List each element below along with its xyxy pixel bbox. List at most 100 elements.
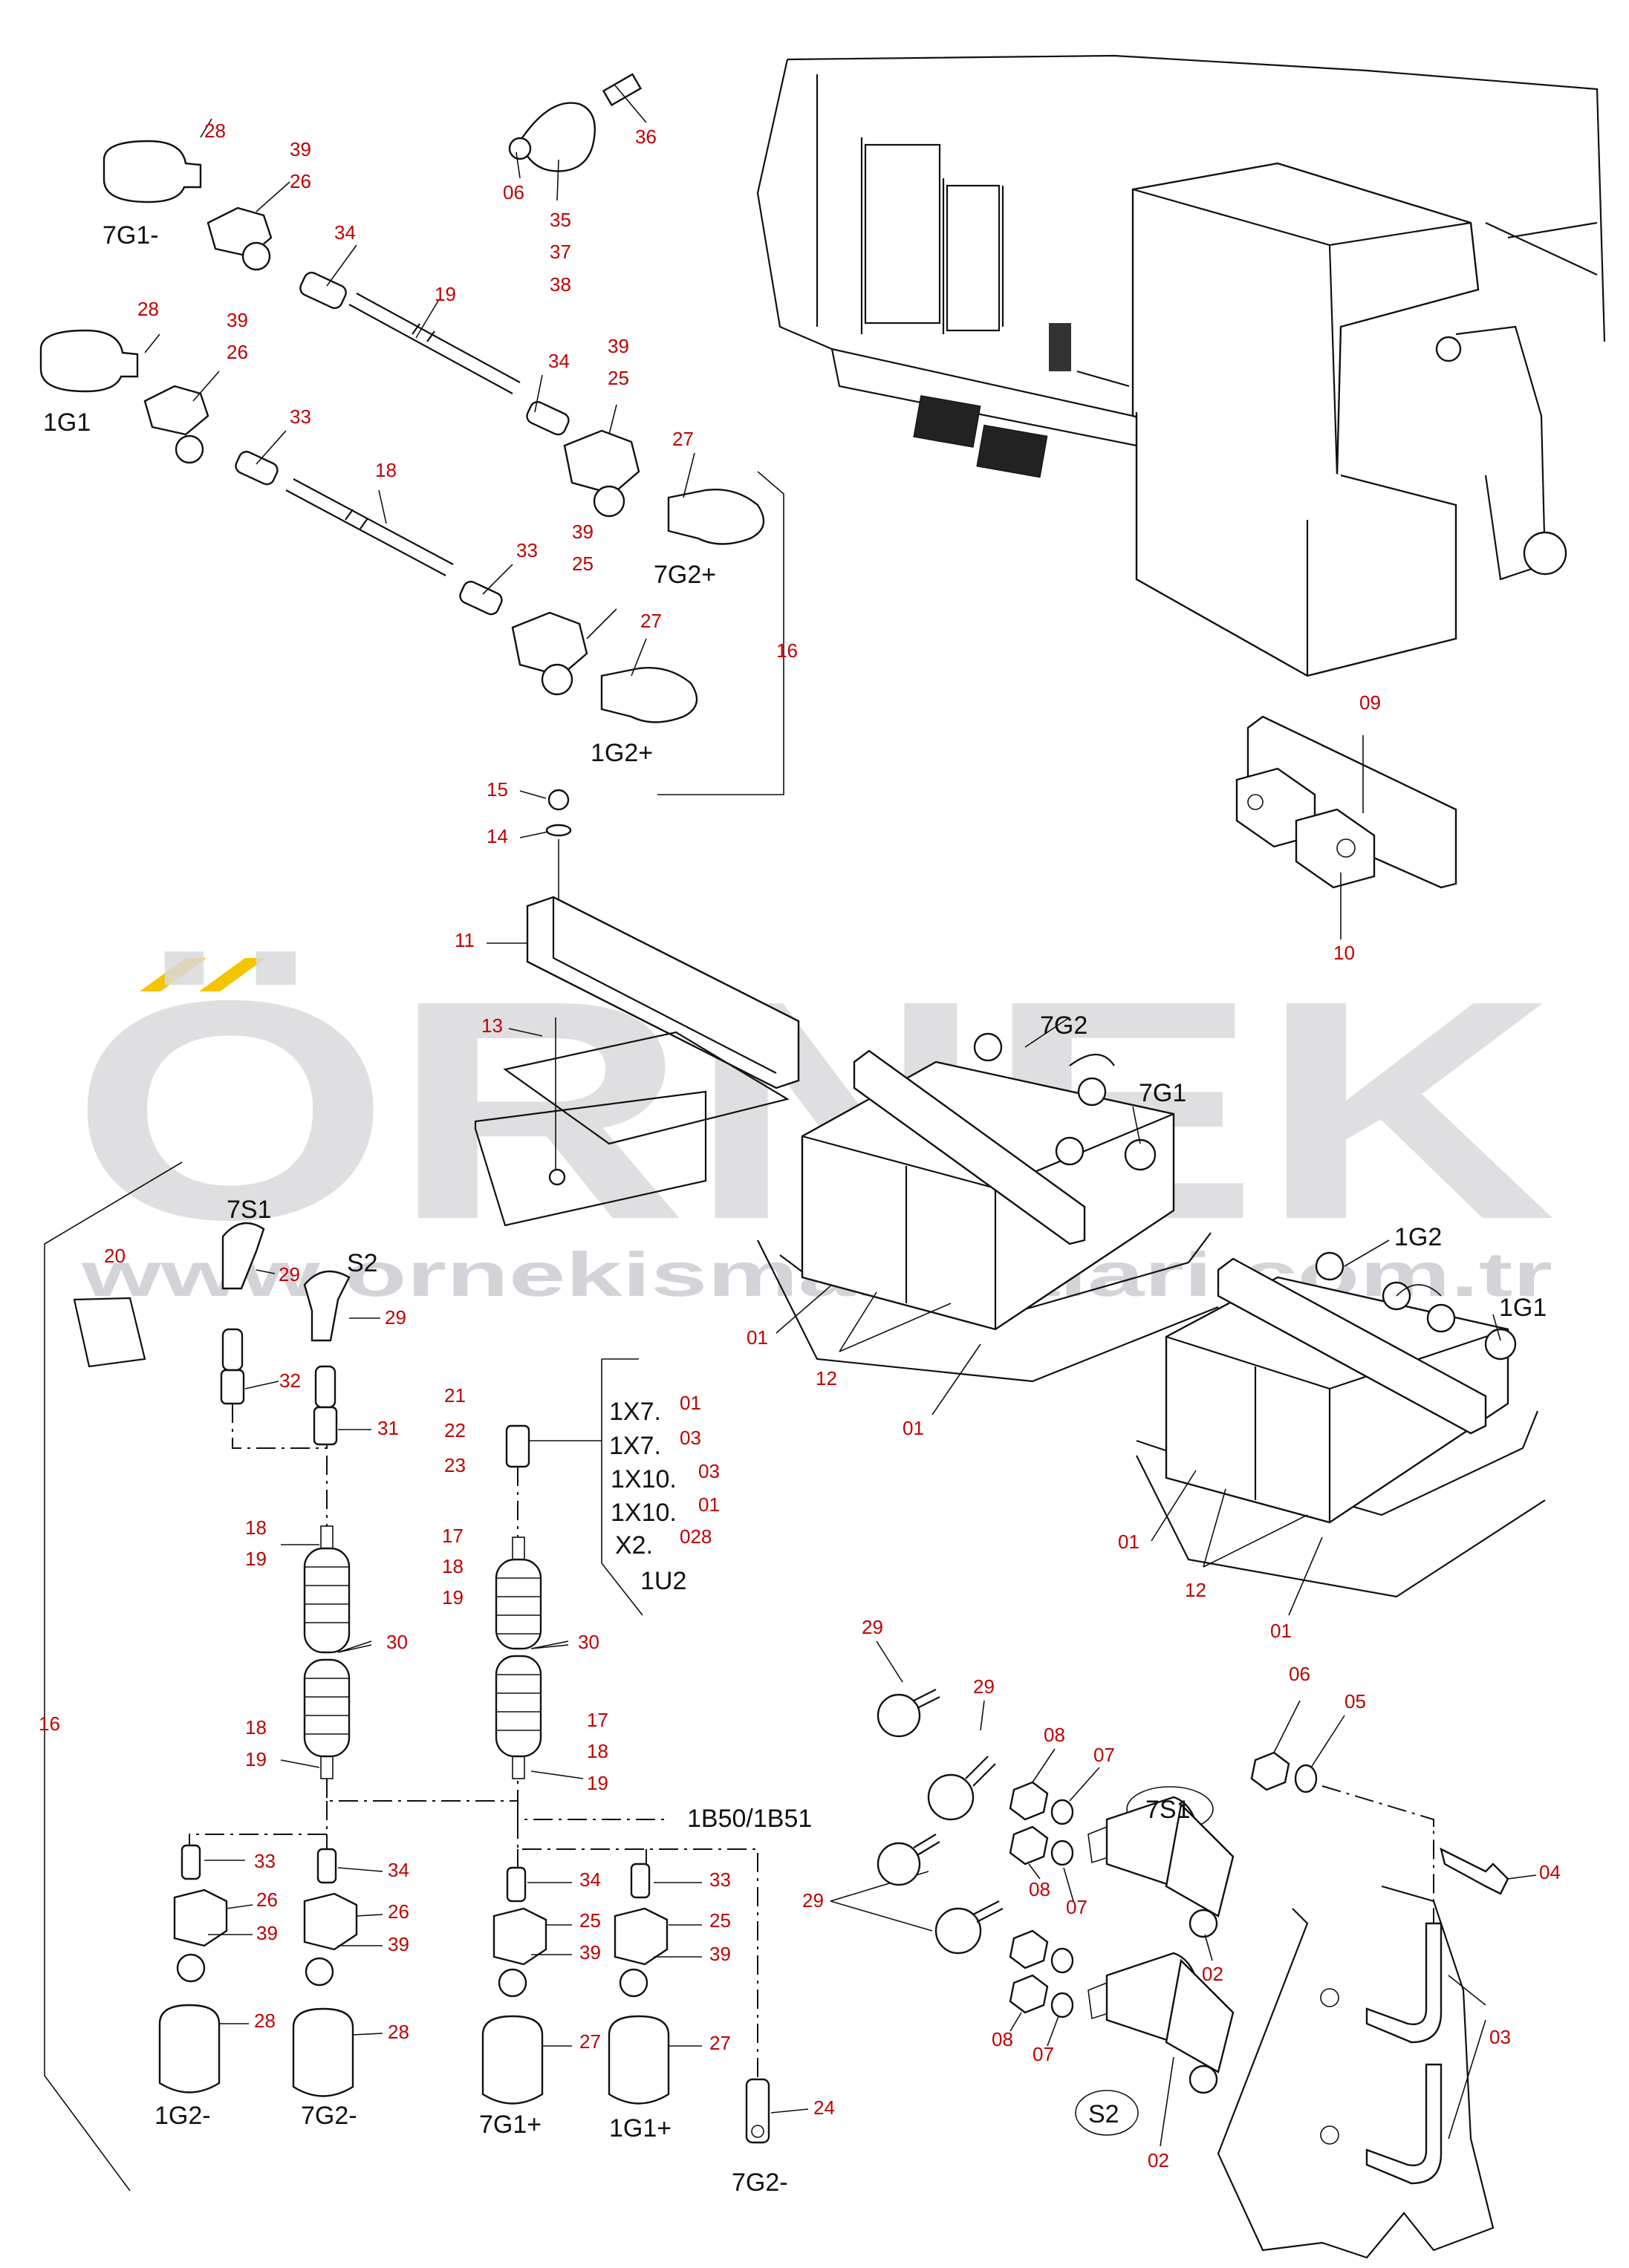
bolt-04 [1440,1847,1509,1895]
cable-sleeve [526,401,570,436]
part-number: 27 [709,2032,731,2054]
watermark-accent-mark [199,958,266,991]
terminal-clamp [143,385,209,436]
part-number: 07 [1033,2043,1054,2065]
machine-chassis-view [756,54,1606,677]
part-number: 09 [1359,691,1381,714]
battery-7g2 [801,1060,1175,1331]
part-number: 25 [608,367,629,389]
part-number: 028 [680,1525,712,1548]
part-number: 29 [973,1675,995,1698]
part-number: 07 [1066,1896,1087,1918]
part-number: 01 [903,1417,924,1439]
part-number: 16 [39,1713,60,1735]
part-number: 39 [227,309,248,331]
part-number: 26 [227,341,248,363]
part-number: 06 [503,181,524,203]
part-number: 14 [487,825,508,847]
part-number: 18 [587,1740,608,1762]
part-number: 12 [816,1367,837,1389]
cable-boot-29 [303,1270,351,1342]
ref-label: 1B50/1B51 [687,1805,812,1833]
part-number: 33 [709,1868,731,1891]
terminal-clamp [614,1907,669,1966]
terminal-cap-7g1-plus [481,2015,544,2105]
cable-sleeve [181,1844,201,1880]
connector-label: 1X7. [609,1432,661,1460]
cable-lug-32 [221,1328,244,1372]
part-number: 39 [572,521,594,543]
connector-label: 1X7. [609,1398,661,1426]
terminal-cap-7g2-minus [292,2007,354,2097]
ref-label: 1G2- [155,2102,211,2130]
ref-label: 1G2+ [591,739,653,767]
battery-set-1 [757,1017,1219,1383]
part-number: 39 [256,1922,278,1944]
part-number: 39 [608,335,629,357]
part-number: 08 [1044,1724,1065,1746]
part-number: 05 [1345,1690,1366,1713]
part-number: 16 [776,639,798,662]
ref-label: 7G1 [1139,1079,1186,1107]
terminal-cap-7g2-plus [667,489,765,545]
part-number: 27 [672,428,694,450]
part-number: 19 [435,283,456,305]
connector-label: X2. [615,1531,653,1560]
part-number: 19 [442,1586,464,1609]
cable-sleeve [220,1369,245,1405]
ref-label: 1G1 [1499,1294,1547,1322]
battery-set-2 [1136,1239,1546,1598]
part-number: 12 [1185,1579,1206,1601]
part-number: 22 [444,1419,466,1441]
terminal-clamp [303,1892,358,1951]
part-number: 01 [698,1493,720,1516]
bracket-35 [518,102,596,172]
part-number: 24 [813,2096,835,2119]
part-number: 13 [481,1014,503,1037]
ref-label: 7S1 [227,1196,272,1224]
bottom-terminal-set: 33 26 39 28 1G2- 34 26 39 28 7G2- 34 25 … [155,1844,835,2197]
part-number: 18 [375,459,397,481]
battery-1g2 [1165,1276,1509,1524]
part-number: 17 [587,1709,608,1731]
top-left-cable-assembly: 28 39 26 34 19 7G1- 28 39 26 33 18 1G1 3… [39,73,798,795]
part-number: 01 [680,1392,701,1414]
part-number: 26 [388,1900,409,1923]
group-bracket-16 [44,1161,183,2192]
part-number: 27 [579,2030,601,2053]
part-number: 38 [550,273,571,296]
part-number: 01 [747,1326,768,1349]
nuts-washers [1009,1781,1074,2018]
part-number: 21 [444,1384,466,1407]
watermark-accent-mark [140,958,207,991]
part-number: 07 [1093,1744,1115,1766]
part-number: 34 [388,1859,409,1881]
part-number: 34 [334,221,356,244]
part-number: 28 [137,298,159,320]
part-number: 30 [578,1631,599,1653]
part-number: 08 [992,2028,1013,2050]
ref-label: S2 [1088,2100,1119,2128]
part-number: 23 [444,1454,466,1476]
cable-sleeve [506,1866,527,1903]
cable-18 [285,478,454,576]
ref-label: 1U2 [640,1567,686,1595]
battery-switch-7s1 [1087,1786,1235,1938]
part-number: 11 [455,929,475,951]
cable-19 [348,293,521,394]
connector-label: 1X10. [611,1465,677,1493]
cable-boot-29 [877,1689,1004,1955]
part-number: 19 [587,1772,608,1794]
part-number: 30 [386,1631,408,1653]
part-number: 39 [709,1943,731,1965]
part-number: 31 [377,1417,399,1439]
cable-sleeve [313,1406,338,1446]
part-number: 29 [385,1306,406,1329]
ref-label: S2 [347,1249,378,1277]
part-number: 39 [579,1941,601,1964]
bolt-36 [602,73,643,107]
part-number: 25 [579,1909,601,1932]
terminal-cap-1g2-minus [158,2004,221,2093]
part-number: 25 [572,553,594,575]
cable-sleeve [505,1424,530,1468]
